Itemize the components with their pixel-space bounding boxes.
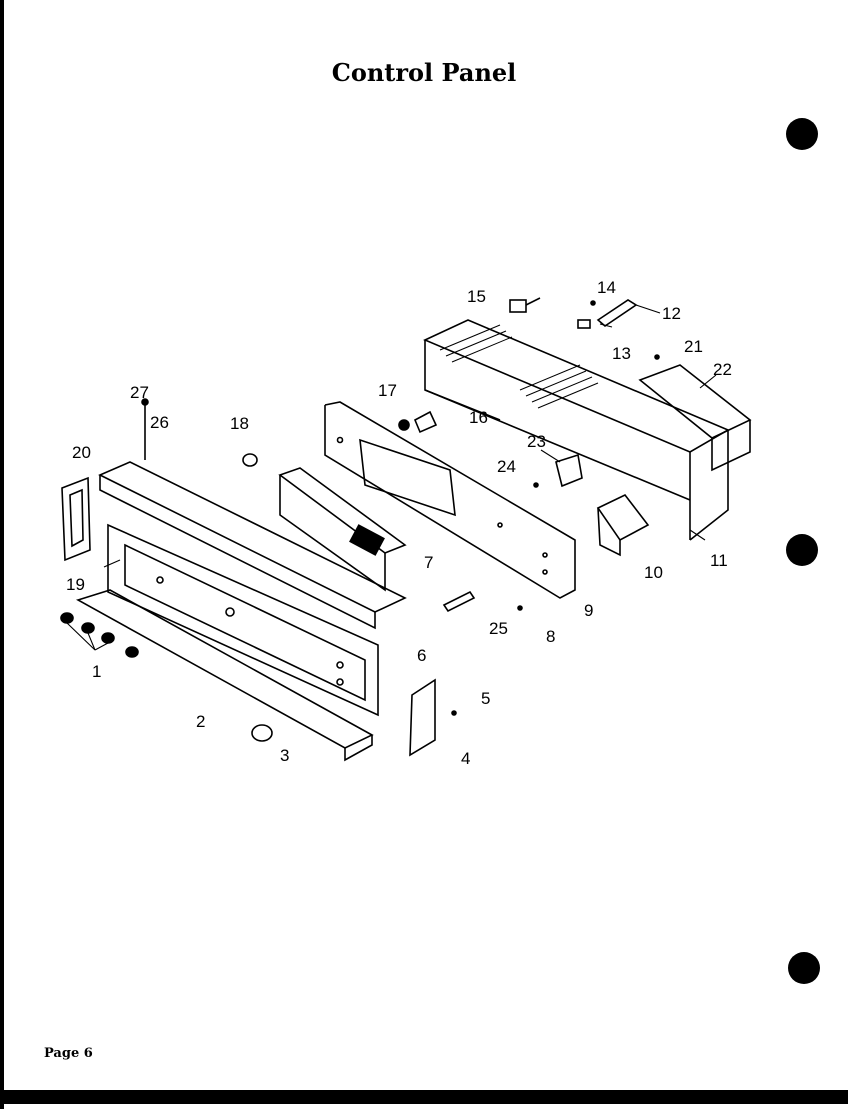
callout-12: 12	[662, 304, 681, 323]
callout-3: 3	[280, 746, 289, 765]
callout-9: 9	[584, 601, 593, 620]
leader-lines	[66, 304, 717, 651]
callout-2: 2	[196, 712, 205, 731]
callout-14: 14	[597, 278, 616, 297]
callout-16: 16	[469, 408, 488, 427]
right-end-cap	[409, 678, 436, 757]
callout-7: 7	[424, 553, 433, 572]
small-parts	[242, 297, 660, 742]
top-trim-strip	[98, 398, 407, 630]
callout-20: 20	[72, 443, 91, 462]
callout-18: 18	[230, 414, 249, 433]
callout-17: 17	[378, 381, 397, 400]
main-panel	[107, 523, 379, 717]
page-frame-edge	[0, 0, 4, 1109]
callout-26: 26	[150, 413, 169, 432]
callout-6: 6	[417, 646, 426, 665]
callout-4: 4	[461, 749, 470, 768]
timer	[596, 493, 650, 557]
cover-plate	[638, 364, 752, 472]
callout-8: 8	[546, 627, 555, 646]
binder-holes	[786, 118, 820, 984]
callout-15: 15	[467, 287, 486, 306]
callout-11: 11	[710, 551, 728, 570]
left-end-cap	[61, 476, 91, 562]
binder-hole	[786, 534, 818, 566]
knob-set	[60, 612, 139, 658]
scan-border-bottom	[0, 1090, 848, 1104]
callout-10: 10	[644, 563, 663, 582]
callout-19: 19	[66, 575, 85, 594]
callout-5: 5	[481, 689, 490, 708]
page-number: Page 6	[44, 1046, 93, 1061]
binder-hole	[788, 952, 820, 984]
callout-27: 27	[130, 383, 149, 402]
callout-24: 24	[497, 457, 516, 476]
rear-control-box	[423, 319, 730, 541]
circuit-board	[278, 467, 407, 592]
callout-25: 25	[489, 619, 508, 638]
callout-13: 13	[612, 344, 631, 363]
callout-21: 21	[684, 337, 703, 356]
inner-bracket	[324, 401, 576, 599]
callout-1: 1	[92, 662, 101, 681]
bottom-trim	[75, 589, 374, 762]
callout-labels: 1 2 3 4 5 6 7 8 9 10 11 12 13 14 15 16 1…	[66, 278, 732, 768]
binder-hole	[786, 118, 818, 150]
callout-22: 22	[713, 360, 732, 379]
callout-23: 23	[527, 432, 546, 451]
page-title: Control Panel	[331, 58, 517, 87]
